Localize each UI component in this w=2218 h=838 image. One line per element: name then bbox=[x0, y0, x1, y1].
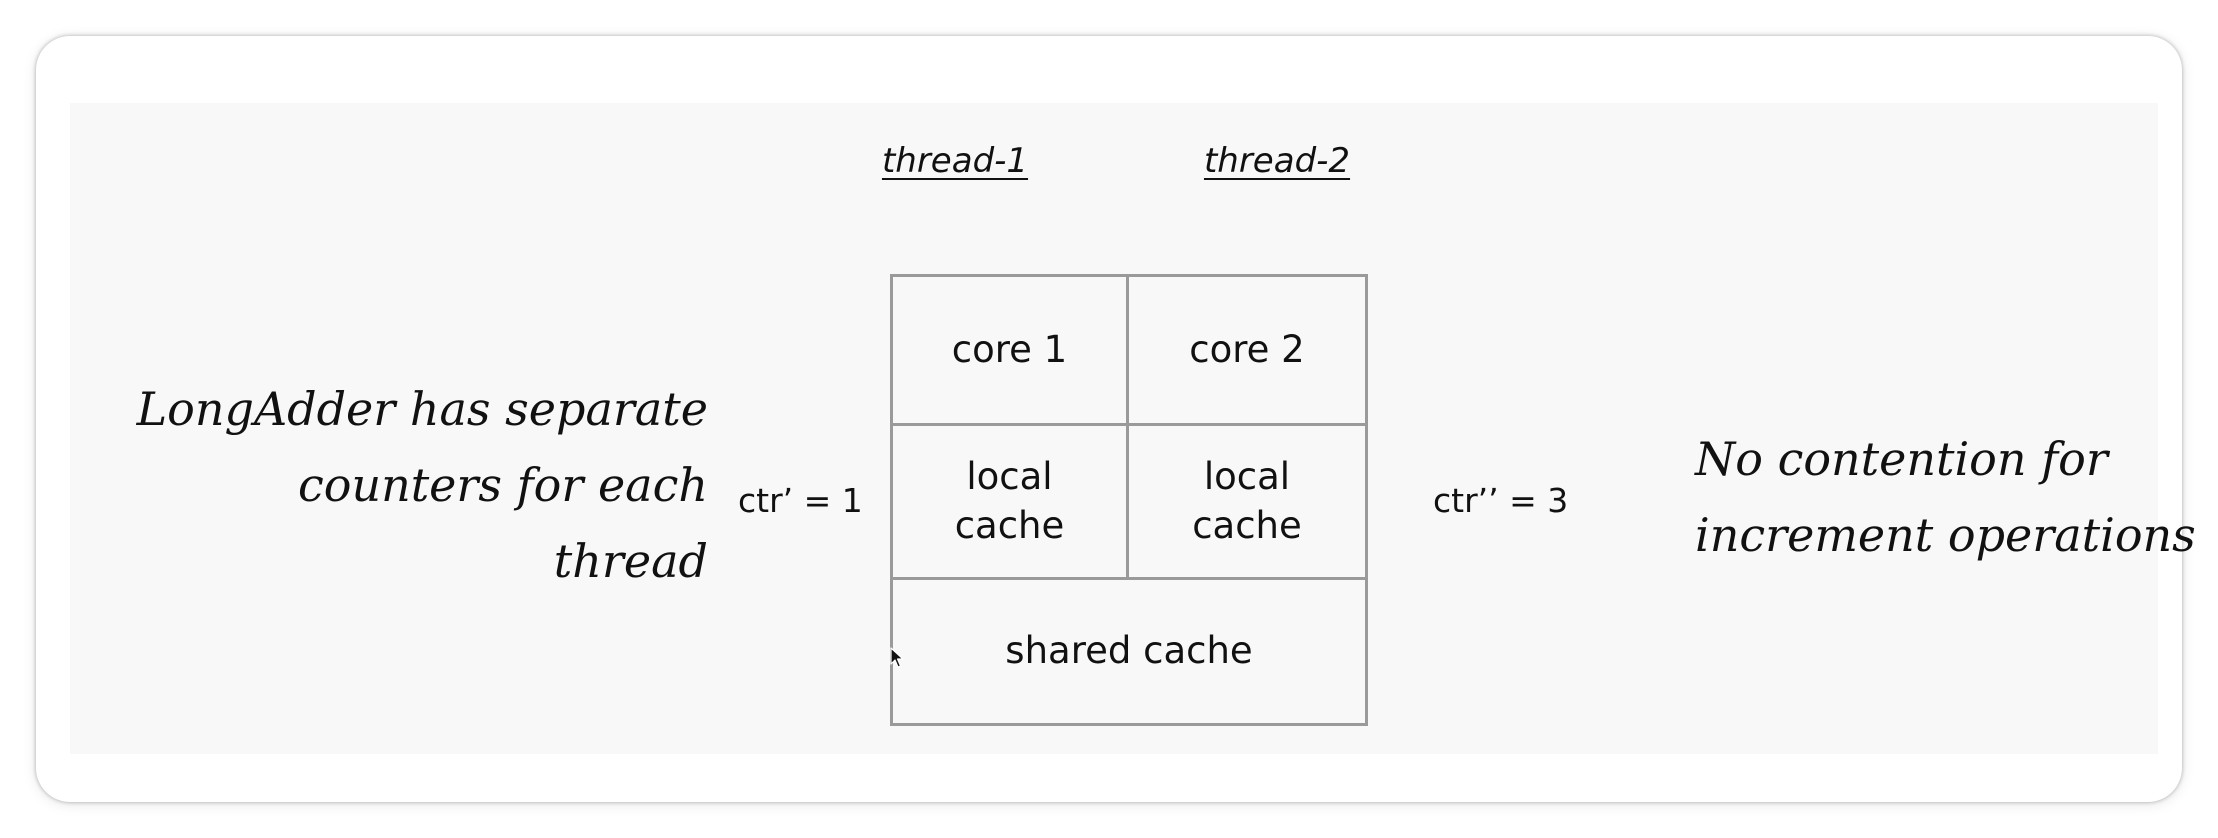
local-cache-2-box: local cache bbox=[1129, 426, 1365, 580]
local-cache-2-line-2: cache bbox=[1192, 503, 1302, 547]
core-2-box: core 2 bbox=[1129, 277, 1365, 426]
longadder-note-line-3: thread bbox=[553, 534, 708, 588]
core-1-label: core 1 bbox=[951, 327, 1068, 371]
contention-note: No contention for increment operations bbox=[1695, 421, 2196, 573]
contention-note-line-2: increment operations bbox=[1695, 508, 2196, 562]
local-cache-1-box: local cache bbox=[893, 426, 1129, 580]
local-cache-1-line-1: local bbox=[966, 455, 1053, 499]
core-1-box: core 1 bbox=[893, 277, 1129, 426]
longadder-note-line-1: LongAdder has separate bbox=[136, 382, 708, 436]
cpu-cache-diagram: core 1 core 2 local cache local cache sh… bbox=[890, 274, 1368, 726]
local-cache-1-line-2: cache bbox=[954, 503, 1065, 547]
core-2-label: core 2 bbox=[1189, 327, 1305, 371]
contention-note-line-1: No contention for bbox=[1695, 432, 2108, 486]
shared-cache-box: shared cache bbox=[893, 580, 1365, 723]
longadder-note: LongAdder has separate counters for each… bbox=[137, 371, 708, 599]
shared-cache-label: shared cache bbox=[1005, 629, 1253, 673]
thread-2-label: thread-2 bbox=[1203, 141, 1351, 181]
counter-thread-2: ctr’’ = 3 bbox=[1433, 481, 1569, 520]
thread-1-label: thread-1 bbox=[881, 141, 1029, 181]
local-cache-2-line-1: local bbox=[1203, 455, 1291, 499]
counter-thread-1: ctr’ = 1 bbox=[738, 481, 863, 520]
longadder-note-line-2: counters for each bbox=[297, 458, 708, 512]
mouse-pointer-icon bbox=[890, 647, 904, 668]
slide-area: thread-1 thread-2 LongAdder has separate… bbox=[70, 103, 2196, 754]
